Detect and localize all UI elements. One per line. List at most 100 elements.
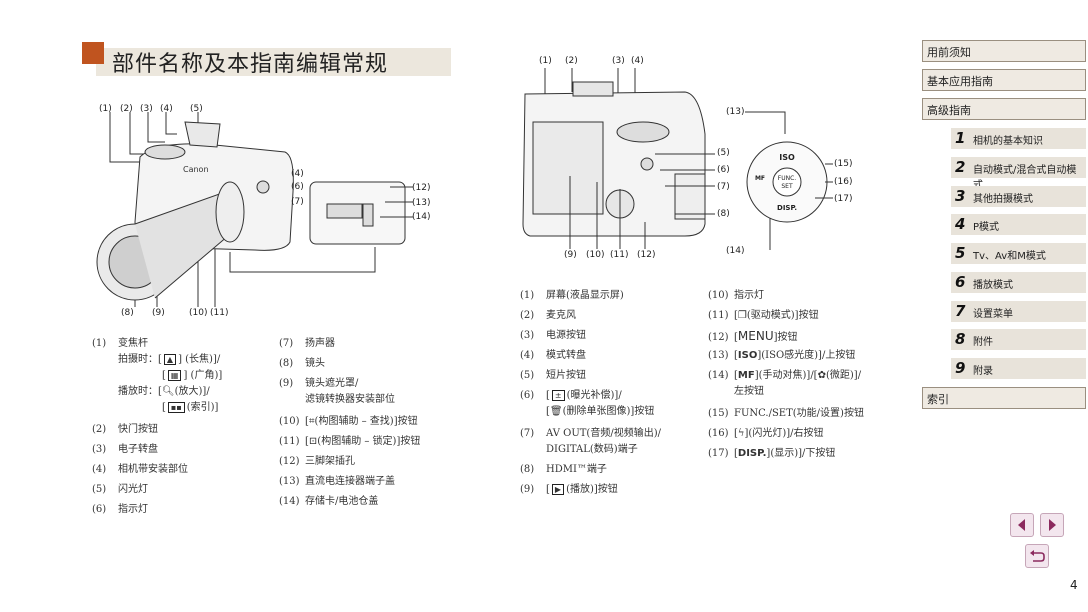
playback-icon: ▶ — [551, 484, 565, 495]
next-page-button[interactable] — [1040, 513, 1064, 537]
drive-mode-icon: ❐ — [737, 310, 747, 321]
list-item-sub: [▦] (广角)] — [162, 370, 223, 381]
list-item: (8)镜头 — [279, 358, 325, 369]
list-item: (12)[MENU]按钮 — [708, 329, 798, 343]
list-item: 滤镜转换器安装部位 — [305, 394, 395, 405]
list-item: (10)指示灯 — [708, 290, 764, 301]
list-item: (9)[▶(播放)]按钮 — [520, 484, 618, 495]
list-item: (13)直流电连接器端子盖 — [279, 476, 395, 487]
list-item: (13)[ISO](ISO感光度)]/上按钮 — [708, 350, 856, 361]
menu-icon: MENU — [737, 329, 774, 343]
list-item: (10)[⌗(构图辅助 – 查找)]按钮 — [279, 416, 418, 427]
svg-text:SET: SET — [781, 183, 793, 190]
callout-front-8: (8) — [121, 308, 134, 318]
callout-front-inset-12: (12) — [412, 183, 431, 193]
sidebar-item-basic-guide[interactable]: 基本应用指南 — [922, 69, 1086, 91]
list-item-sub: 拍摄时：[▲] (长焦)]/ — [118, 354, 221, 365]
dial-disp-label: DISP. — [777, 204, 797, 212]
callout-back-14: (14) — [726, 246, 745, 256]
list-item: (1)屏幕(液晶显示屏) — [520, 290, 624, 301]
dial-iso-label: ISO — [779, 153, 795, 162]
framing-assist-seek-icon: ⌗ — [308, 416, 315, 427]
callout-back-16: (16) — [834, 177, 853, 187]
sidebar-item-advanced-guide[interactable]: 高级指南 — [922, 98, 1086, 120]
callout-front-inset-13: (13) — [412, 198, 431, 208]
list-item: (4)相机带安装部位 — [92, 464, 188, 475]
callout-front-9: (9) — [152, 308, 165, 318]
list-item: (9)镜头遮光罩/ — [279, 378, 359, 389]
callout-back-9: (9) — [564, 250, 577, 260]
brand-logo: Canon — [183, 165, 209, 174]
list-item: (3)电子转盘 — [92, 444, 158, 455]
list-item: (2)麦克风 — [520, 310, 576, 321]
callout-front-4: (4) — [160, 104, 173, 114]
callout-back-6: (6) — [717, 165, 730, 175]
callout-front-2: (2) — [120, 104, 133, 114]
list-item: (5)闪光灯 — [92, 484, 148, 495]
zoom-tele-icon: ▲ — [163, 354, 177, 365]
callout-back-1: (1) — [539, 56, 552, 66]
trash-icon: 🗑︎ — [549, 406, 563, 417]
callout-back-5: (5) — [717, 148, 730, 158]
callout-back-3: (3) — [612, 56, 625, 66]
callout-back-13: (13) — [726, 107, 745, 117]
prev-page-button[interactable] — [1010, 513, 1034, 537]
return-icon — [1030, 550, 1045, 562]
callout-front-10: (10) — [189, 308, 208, 318]
chevron-right-icon — [1049, 519, 1056, 531]
camera-back-illustration: ISO FUNC. SET DISP. MF — [522, 68, 833, 250]
return-button[interactable] — [1025, 544, 1049, 568]
list-item: (15)FUNC./SET(功能/设置)按钮 — [708, 408, 864, 419]
list-item: (6)指示灯 — [92, 504, 148, 515]
flash-icon: ϟ — [737, 428, 745, 439]
callout-front-side-4: (4) — [291, 169, 304, 179]
list-item: (7)扬声器 — [279, 338, 335, 349]
magnify-icon: 🔍︎ — [161, 386, 175, 397]
list-item: (2)快门按钮 — [92, 424, 158, 435]
callout-back-7: (7) — [717, 182, 730, 192]
callout-back-12: (12) — [637, 250, 656, 260]
iso-icon: ISO — [737, 350, 758, 361]
title-marker — [82, 42, 104, 64]
list-item: (6)[±(曝光补偿)]/ — [520, 390, 622, 401]
callout-back-17: (17) — [834, 194, 853, 204]
callout-back-8: (8) — [717, 209, 730, 219]
list-item: (8)HDMI™端子 — [520, 464, 607, 475]
index-icon: ▪▪ — [167, 402, 185, 413]
zoom-wide-icon: ▦ — [167, 370, 182, 381]
callout-back-2: (2) — [565, 56, 578, 66]
list-item: (12)三脚架插孔 — [279, 456, 355, 467]
callout-front-5: (5) — [190, 104, 203, 114]
callout-front-side-7: (7) — [291, 197, 304, 207]
front-parts-list-1: (1)变焦杆 拍摄时：[▲] (长焦)]/ [▦] (广角)] 播放时：[🔍︎(… — [92, 334, 272, 524]
list-item: (16)[ϟ](闪光灯)]/右按钮 — [708, 428, 824, 439]
list-item: (17)[DISP.](显示)]/下按钮 — [708, 448, 836, 459]
sidebar-item-index[interactable]: 索引 — [922, 387, 1086, 409]
back-parts-list-1: (1)屏幕(液晶显示屏) (2)麦克风 (3)电源按钮 (4)模式转盘 (5)短… — [520, 286, 700, 496]
callout-back-15: (15) — [834, 159, 853, 169]
page-title: 部件名称及本指南编辑常规 — [112, 52, 389, 77]
list-item: DIGITAL(数码)端子 — [546, 444, 638, 455]
macro-icon: ✿ — [817, 370, 826, 381]
exposure-comp-icon: ± — [551, 390, 565, 401]
list-item-sub: 播放时：[🔍︎(放大)]/ — [118, 386, 210, 397]
page-number: 4 — [1070, 578, 1078, 592]
list-item: (3)电源按钮 — [520, 330, 586, 341]
sidebar-item-before-use[interactable]: 用前须知 — [922, 40, 1086, 62]
framing-assist-lock-icon: ⊡ — [308, 436, 318, 447]
list-item: (7)AV OUT(音频/视频输出)/ — [520, 428, 661, 439]
title-bar — [96, 48, 451, 76]
callout-front-side-6: (6) — [291, 182, 304, 192]
chevron-left-icon — [1018, 519, 1025, 531]
mf-icon: MF — [737, 370, 755, 381]
back-parts-list-2: (10)指示灯 (11)[❐(驱动模式)]按钮 (12)[MENU]按钮 (13… — [708, 286, 908, 466]
